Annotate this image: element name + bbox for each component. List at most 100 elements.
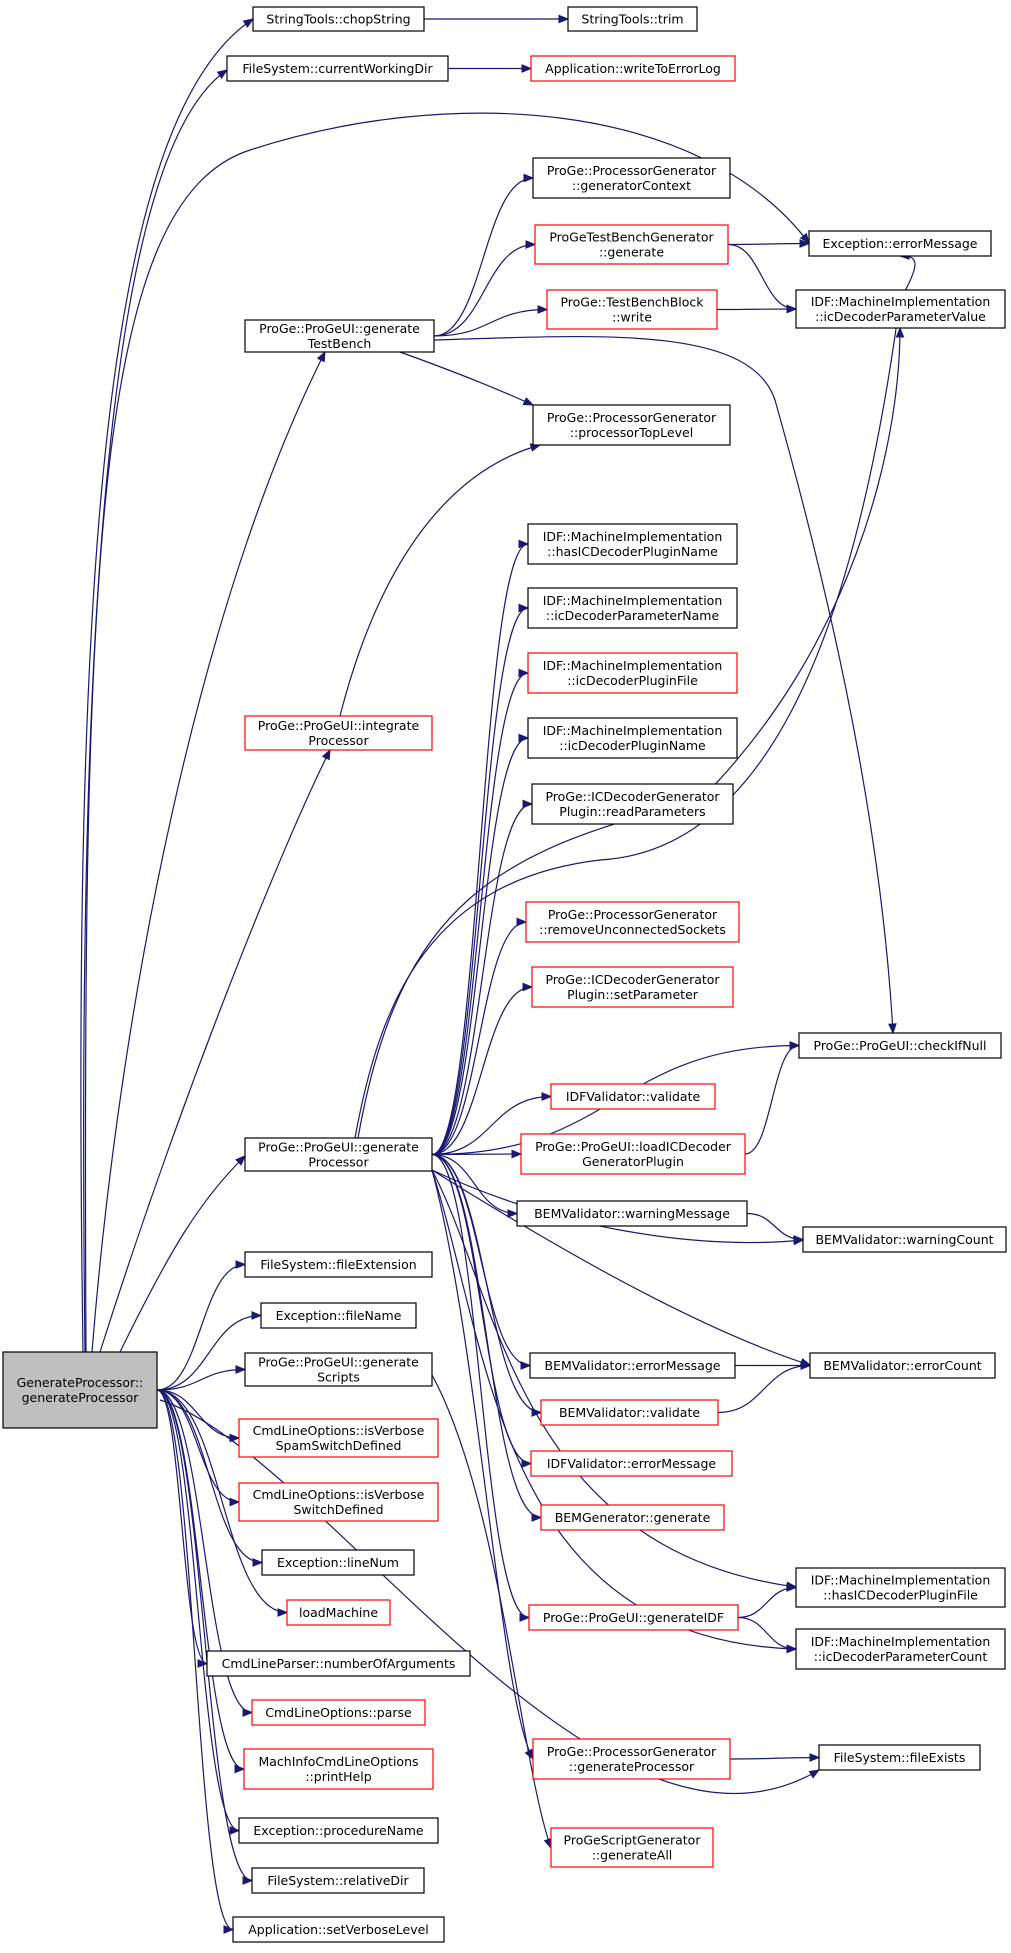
node-excMsg[interactable]: Exception::errorMessage	[808, 230, 992, 257]
node-hasICName[interactable]: IDF::MachineImplementation::hasICDecoder…	[527, 523, 738, 565]
node-scriptGen[interactable]: ProGeScriptGenerator::generateAll	[550, 1827, 714, 1868]
node-icParamVal[interactable]: IDF::MachineImplementation::icDecoderPar…	[795, 289, 1006, 329]
arrowhead	[519, 1613, 531, 1622]
node-icParamName[interactable]: IDF::MachineImplementation::icDecoderPar…	[527, 587, 738, 629]
arrowhead	[316, 350, 326, 363]
node-bemErrCount[interactable]: BEMValidator::errorCount	[809, 1352, 996, 1379]
node-fileExt[interactable]: FileSystem::fileExtension	[244, 1251, 433, 1278]
arrowhead	[229, 1433, 241, 1443]
arrowhead	[518, 668, 530, 678]
node-checkNull[interactable]: ProGe::ProGeUI::checkIfNull	[798, 1032, 1002, 1059]
node-genProc[interactable]: ProGe::ProGeUI::generateProcessor	[244, 1137, 433, 1172]
node-box	[550, 1827, 714, 1868]
node-label: ProGe::ProGeUI::generate	[258, 1355, 419, 1370]
arrowhead	[518, 603, 530, 613]
node-bemWarnMsg[interactable]: BEMValidator::warningMessage	[516, 1200, 748, 1227]
node-fileExists[interactable]: FileSystem::fileExists	[818, 1744, 981, 1771]
node-removeUnconn[interactable]: ProGe::ProcessorGenerator::removeUnconne…	[525, 901, 740, 943]
node-cwd[interactable]: FileSystem::currentWorkingDir	[226, 55, 449, 82]
edge-line	[156, 1389, 245, 1770]
node-label: ::icDecoderParameterValue	[815, 309, 986, 324]
arrowhead	[252, 1558, 264, 1567]
arrowhead	[525, 240, 537, 249]
edge-root-to-genTB	[91, 350, 326, 1353]
edge-root-to-chopString	[80, 18, 255, 1353]
node-label: ProGe::ProcessorGenerator	[547, 163, 717, 178]
node-excLine[interactable]: Exception::lineNum	[261, 1549, 415, 1576]
node-label: ::removeUnconnectedSockets	[539, 922, 726, 937]
edge-line	[399, 351, 534, 406]
edge-root-to-printHelp	[156, 1389, 246, 1774]
node-setParam[interactable]: ProGe::ICDecoderGeneratorPlugin::setPara…	[531, 966, 734, 1008]
node-pgGenProc[interactable]: ProGe::ProcessorGenerator::generateProce…	[532, 1738, 731, 1780]
node-label: SpamSwitchDefined	[276, 1438, 402, 1453]
node-idfValidate[interactable]: IDFValidator::validate	[550, 1083, 716, 1110]
node-bemWarnCount[interactable]: BEMValidator::warningCount	[802, 1226, 1007, 1253]
arrowhead	[537, 305, 549, 314]
edge-line	[156, 1389, 263, 1564]
node-label: BEMValidator::warningMessage	[534, 1206, 730, 1221]
node-genContext[interactable]: ProGe::ProcessorGenerator::generatorCont…	[532, 157, 731, 199]
node-relDir[interactable]: FileSystem::relativeDir	[251, 1867, 425, 1894]
node-bemErrMsg[interactable]: BEMValidator::errorMessage	[529, 1352, 736, 1379]
edge-line	[339, 444, 541, 717]
node-hasICFile[interactable]: IDF::MachineImplementation::hasICDecoder…	[795, 1567, 1006, 1608]
node-excProc[interactable]: Exception::procedureName	[238, 1817, 439, 1844]
node-root[interactable]: GenerateProcessor::generateProcessor	[2, 1351, 158, 1429]
node-bemGen[interactable]: BEMGenerator::generate	[540, 1504, 725, 1531]
edge-line	[99, 749, 331, 1353]
arrowhead	[242, 1876, 254, 1885]
node-isVerboseSpam[interactable]: CmdLineOptions::isVerboseSpamSwitchDefin…	[238, 1418, 439, 1458]
node-loadIC[interactable]: ProGe::ProGeUI::loadICDecoderGeneratorPl…	[520, 1133, 746, 1175]
node-label: ProGe::ProcessorGenerator	[547, 410, 717, 425]
node-label: ::hasICDecoderPluginFile	[823, 1588, 978, 1603]
node-icPluginFile[interactable]: IDF::MachineImplementation::icDecoderPlu…	[527, 652, 738, 694]
node-box	[567, 6, 698, 32]
edge-line	[431, 1153, 542, 1519]
node-label: ::icDecoderPluginFile	[567, 673, 698, 688]
edge-line	[729, 1756, 820, 1760]
node-cmdParse[interactable]: CmdLineOptions::parse	[251, 1699, 426, 1726]
node-loadMachine[interactable]: loadMachine	[286, 1599, 391, 1626]
node-label: ProGe::ProGeUI::integrate	[258, 718, 420, 733]
edge-line	[431, 1169, 534, 1760]
node-procTop[interactable]: ProGe::ProcessorGenerator::processorTopL…	[532, 404, 731, 446]
node-setVerbose[interactable]: Application::setVerboseLevel	[232, 1916, 445, 1943]
node-icPluginName[interactable]: IDF::MachineImplementation::icDecoderPlu…	[527, 717, 738, 759]
node-icParamCount[interactable]: IDF::MachineImplementation::icDecoderPar…	[795, 1628, 1006, 1670]
edge-genProc-to-icPluginName	[431, 733, 530, 1156]
node-bemValidate[interactable]: BEMValidator::validate	[540, 1399, 719, 1426]
node-numArgs[interactable]: CmdLineParser::numberOfArguments	[206, 1650, 471, 1677]
node-label: ProGe::TestBenchBlock	[560, 295, 704, 310]
node-box	[527, 587, 738, 629]
arrowhead	[251, 1311, 263, 1320]
node-trim[interactable]: StringTools::trim	[567, 6, 698, 32]
node-chopString[interactable]: StringTools::chopString	[252, 6, 425, 32]
node-tbGen[interactable]: ProGeTestBenchGenerator::generate	[534, 224, 729, 265]
node-tbWrite[interactable]: ProGe::TestBenchBlock::write	[546, 289, 718, 330]
node-box	[525, 901, 740, 943]
arrowhead	[507, 1209, 519, 1218]
node-writeErr[interactable]: Application::writeToErrorLog	[530, 55, 736, 82]
node-label: Exception::fileName	[276, 1308, 402, 1323]
arrowhead	[242, 18, 255, 28]
edge-root-to-excFile	[156, 1311, 263, 1391]
node-box	[238, 1482, 439, 1522]
node-readParams[interactable]: ProGe::ICDecoderGeneratorPlugin::readPar…	[531, 783, 734, 825]
edge-line	[431, 1374, 552, 1849]
node-printHelp[interactable]: MachInfoCmdLineOptions::printHelp	[243, 1748, 434, 1790]
node-box	[546, 289, 718, 330]
edge-pgGenProc-to-fileExists	[729, 1753, 821, 1762]
node-idfErrMsg[interactable]: IDFValidator::errorMessage	[530, 1450, 733, 1477]
node-excFile[interactable]: Exception::fileName	[260, 1302, 417, 1329]
edge-line	[737, 1586, 797, 1619]
node-box	[795, 1567, 1006, 1608]
node-genIDF[interactable]: ProGe::ProGeUI::generateIDF	[528, 1604, 739, 1631]
node-label: FileSystem::fileExtension	[260, 1257, 416, 1272]
arrowhead	[895, 326, 905, 338]
edge-line	[431, 1169, 797, 1588]
